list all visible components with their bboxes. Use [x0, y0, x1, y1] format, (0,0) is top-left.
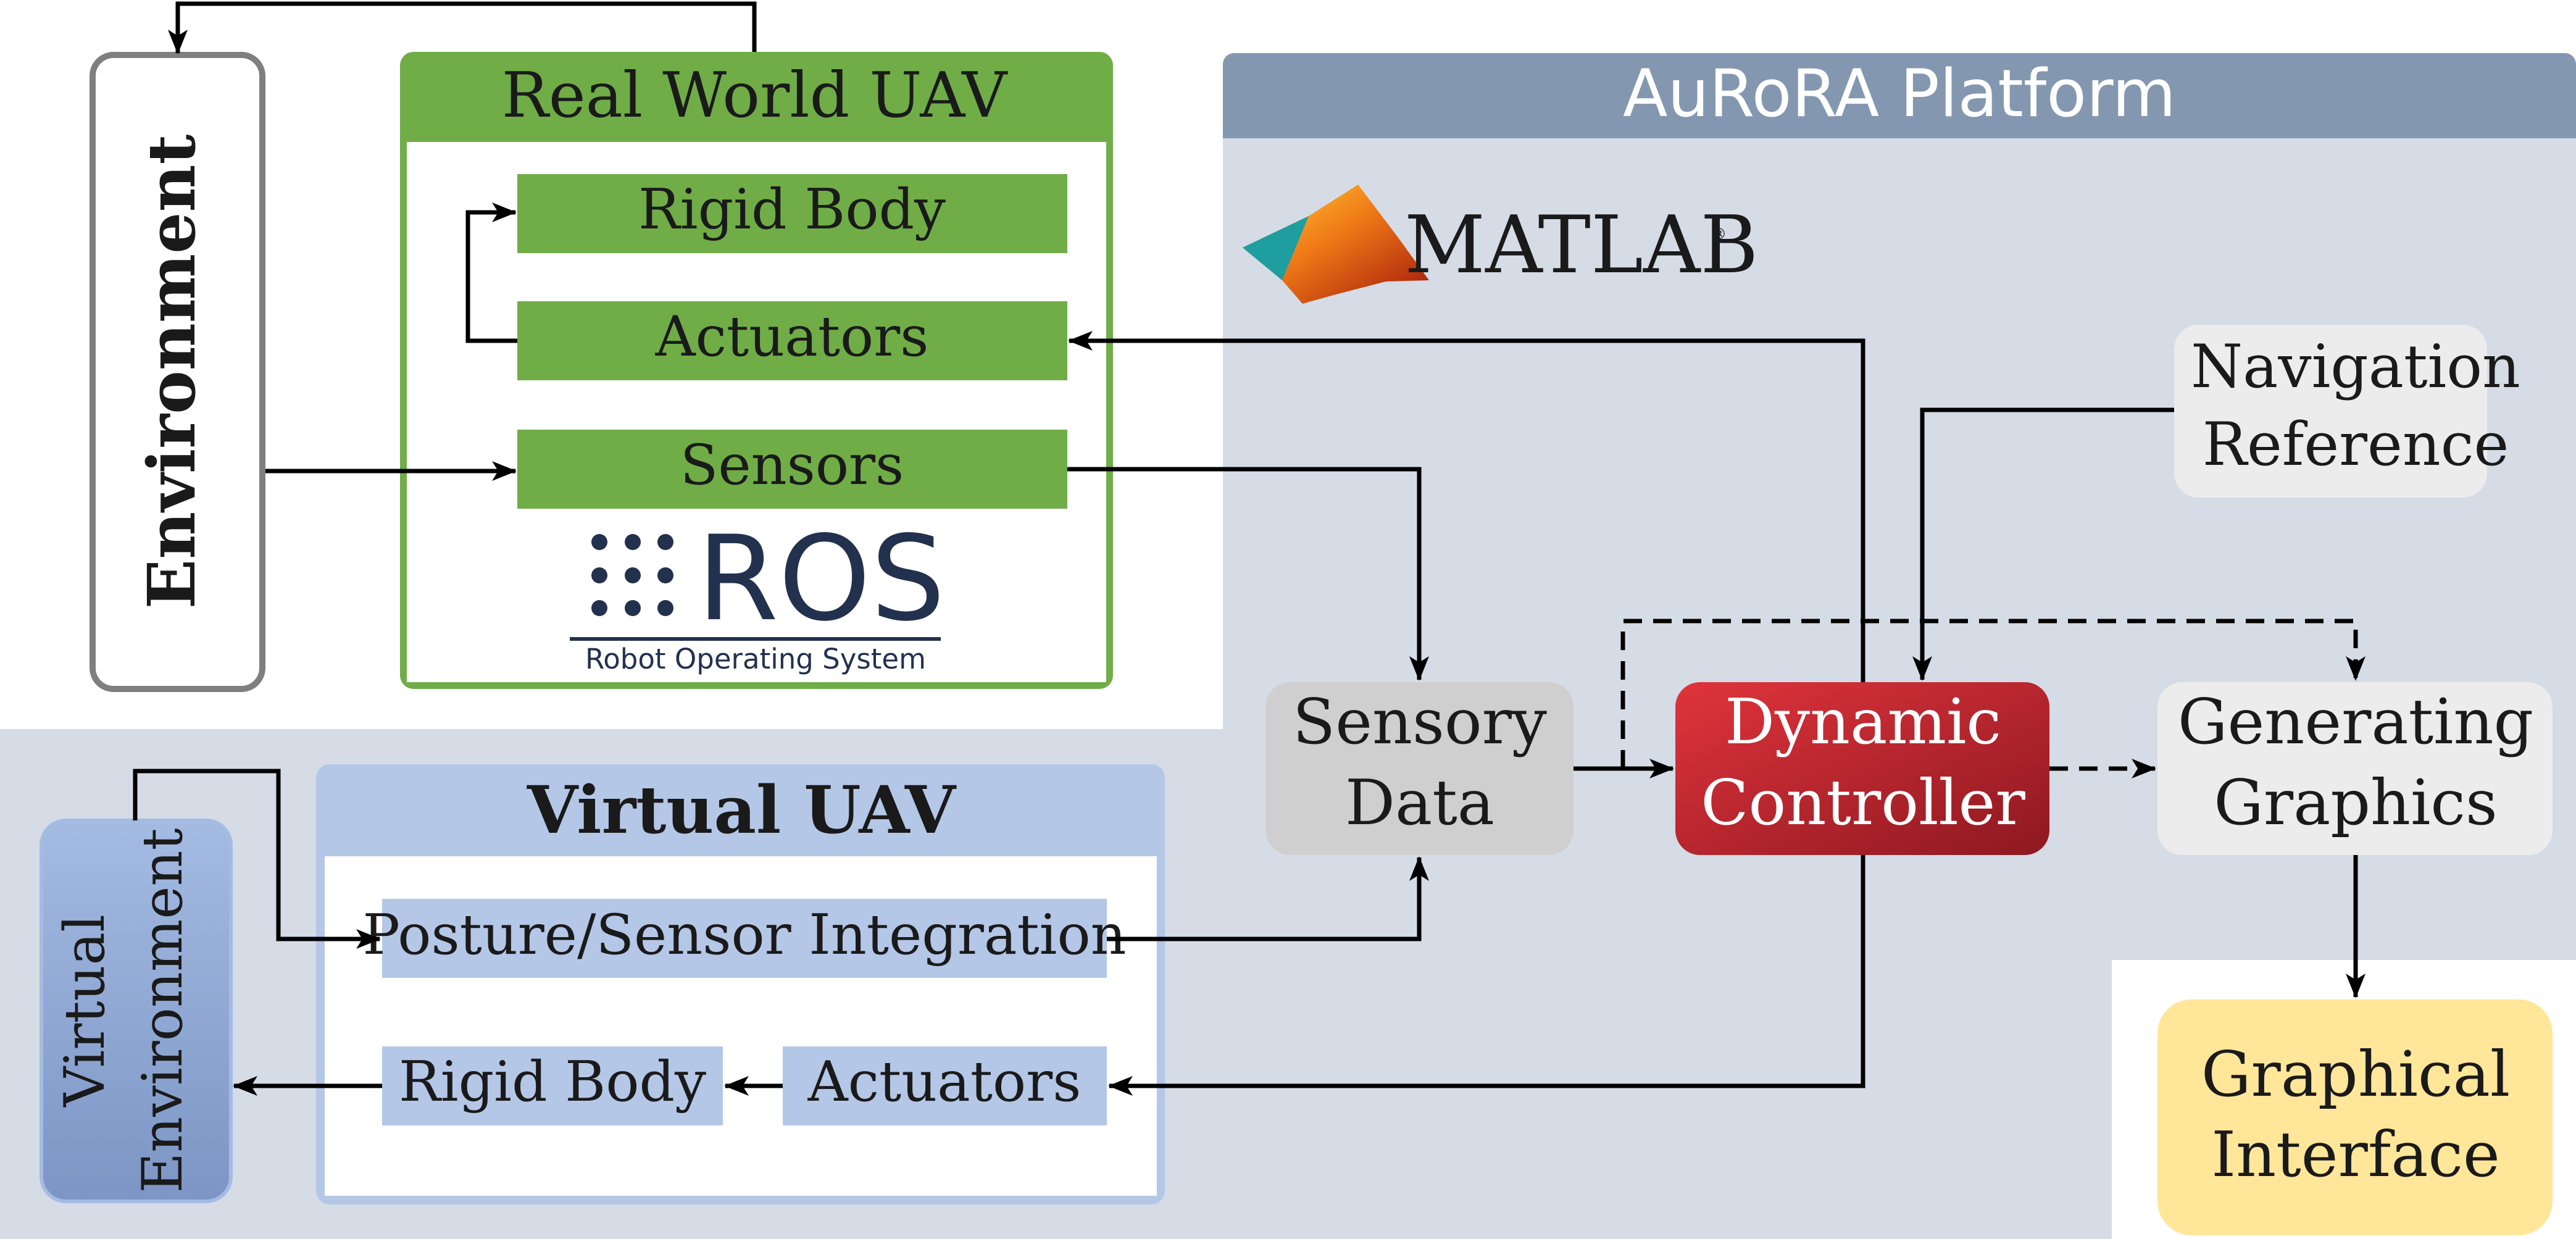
svg-text:Virtual: Virtual	[52, 914, 117, 1108]
svg-text:Generating: Generating	[2178, 685, 2533, 758]
arrow-controller-to-virtual-actuators	[1108, 855, 1865, 1096]
matlab-wordmark: MATLAB	[1404, 199, 1758, 291]
matlab-membrane-icon	[1243, 185, 1429, 304]
generating-graphics-node	[2157, 682, 2553, 855]
arrow-sensors-to-sensory-data	[1067, 467, 1429, 681]
svg-text:Data: Data	[1345, 766, 1494, 839]
svg-text:Actuators: Actuators	[807, 1049, 1082, 1114]
arrow-actuators-to-rigid-body	[465, 202, 517, 343]
arrow-virtual-environment-to-posture	[133, 769, 381, 949]
virtual-posture-block	[382, 899, 1107, 978]
svg-text:Interface: Interface	[2211, 1118, 2500, 1191]
navigation-reference-node	[2174, 325, 2487, 498]
svg-text:Graphics: Graphics	[2214, 766, 2498, 839]
svg-text:Dynamic: Dynamic	[1725, 685, 2001, 758]
svg-text:Rigid Body: Rigid Body	[399, 1049, 706, 1114]
virtual-uav-title: Virtual UAV	[527, 771, 957, 848]
svg-text:Environment: Environment	[130, 828, 195, 1193]
virtual-rigid-body-block	[382, 1046, 723, 1125]
environment-label: Environment	[133, 134, 210, 609]
svg-text:Posture/Sensor Integration: Posture/Sensor Integration	[362, 903, 1126, 967]
svg-text:Controller: Controller	[1701, 766, 2025, 839]
arrow-posture-to-sensory-data	[1107, 856, 1429, 941]
svg-text:Actuators: Actuators	[655, 304, 929, 369]
real-rigid-body-block	[517, 174, 1067, 253]
dynamic-controller-node	[1675, 682, 2049, 855]
svg-text:Sensory: Sensory	[1293, 685, 1547, 758]
virtual-actuators-block	[783, 1046, 1107, 1125]
arrow-controller-to-real-actuators	[1068, 331, 1865, 682]
real-uav-title: Real World UAV	[502, 59, 1008, 131]
real-actuators-block	[517, 301, 1067, 380]
real-sensors-block	[517, 430, 1067, 509]
arrow-navigation-to-controller	[1912, 407, 2174, 681]
arrow-uav-to-environment	[168, 1, 757, 54]
svg-text:Rigid Body: Rigid Body	[638, 177, 946, 242]
virtual-uav-panel: Virtual UAV Posture/Sensor Integration R…	[316, 764, 1165, 1204]
svg-text:Graphical: Graphical	[2201, 1038, 2510, 1111]
ros-dots-icon	[591, 534, 673, 616]
svg-text:Sensors: Sensors	[680, 433, 904, 498]
platform-title: AuRoRA Platform	[1623, 56, 2176, 131]
ros-logo: ROS Robot Operating System	[570, 511, 945, 675]
graphical-interface-node	[2157, 999, 2553, 1235]
matlab-logo: MATLAB ®	[1243, 185, 1758, 304]
connectors	[133, 1, 2366, 1096]
ros-subtitle: Robot Operating System	[585, 643, 926, 675]
dashed-sensory-to-graphics	[1620, 619, 2366, 769]
svg-text:Reference: Reference	[2203, 410, 2509, 479]
environment-box	[90, 52, 265, 692]
real-uav-panel: Real World UAV Rigid Body Actuators Sens…	[400, 52, 1113, 689]
ros-wordmark: ROS	[697, 511, 945, 647]
svg-text:Navigation: Navigation	[2191, 332, 2520, 401]
svg-text:®: ®	[1712, 225, 1727, 243]
sensory-data-node	[1265, 682, 1574, 855]
